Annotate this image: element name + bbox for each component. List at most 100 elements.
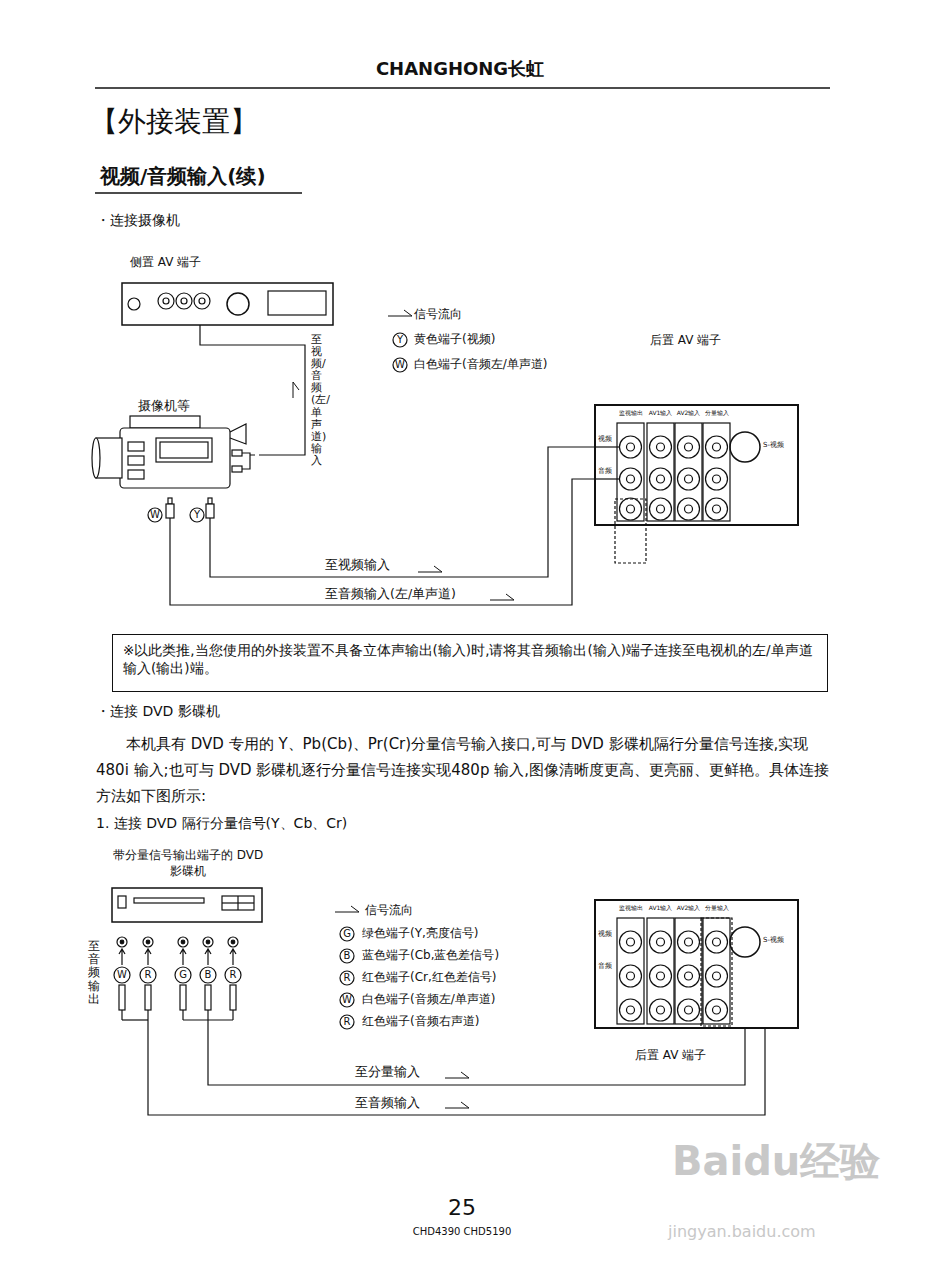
- terminal-circle: [140, 967, 156, 983]
- node-text: ※以此类推,当您使用的外接装置不具备立体声输出(输入)时,请将其音频输出(输入)…: [123, 642, 817, 677]
- body-paragraph: 本机具有 DVD 专用的 Y、Pb(Cb)、Pr(Cr)分量信号输入接口,可与 …: [96, 731, 831, 809]
- jack: [176, 293, 192, 309]
- jack: [678, 498, 700, 520]
- plug: [232, 466, 242, 472]
- panel-label: AV2输入: [677, 904, 701, 912]
- jack: [620, 965, 642, 987]
- jack: [143, 937, 153, 947]
- terminal-letter: B: [344, 950, 351, 963]
- panel-label: 监视输出: [619, 904, 643, 912]
- jack-column: [647, 423, 674, 521]
- terminal-circle: [340, 993, 354, 1007]
- jack-column: [703, 423, 730, 521]
- plug: [230, 985, 236, 1010]
- cable: [764, 1028, 765, 1072]
- panel-label: AV2输入: [677, 409, 701, 417]
- jack: [620, 498, 642, 520]
- jack-core: [627, 938, 635, 946]
- jack: [620, 468, 642, 490]
- s-video-jack: [730, 432, 760, 462]
- jack-core: [199, 298, 205, 304]
- terminal-circle: [340, 927, 354, 941]
- panel-label: S-视频: [763, 936, 784, 945]
- jack-column: [703, 918, 730, 1024]
- watermark: Baidu经验: [672, 1136, 880, 1186]
- jack: [678, 999, 700, 1021]
- jack-core: [657, 475, 665, 483]
- plug: [180, 985, 186, 1010]
- jack-core: [713, 938, 721, 946]
- display: [222, 896, 254, 910]
- terminal-letter: G: [343, 928, 351, 941]
- connector-label: 至视频输入: [325, 557, 390, 573]
- legend-text: 信号流向: [365, 903, 413, 918]
- cable: [744, 1028, 745, 1072]
- jack-core: [685, 505, 693, 513]
- node-text: 后置 AV 端子: [650, 333, 804, 349]
- panel-outline: [595, 900, 798, 1028]
- jack-core: [206, 940, 210, 944]
- node-illustration: [595, 333, 800, 528]
- node-text: 带分量信号输出端子的 DVD 影碟机: [110, 848, 266, 879]
- legend-text: 白色端子(音频左/单声道): [362, 992, 495, 1007]
- jack: [678, 436, 700, 458]
- jack: [203, 937, 213, 947]
- jack-core: [181, 940, 185, 944]
- button: [128, 470, 144, 479]
- plug-tip: [168, 498, 172, 504]
- brand-header: CHANGHONG长虹: [376, 58, 544, 81]
- jack: [650, 999, 672, 1021]
- cable: [242, 453, 255, 469]
- connector-label: 至音频输入(左/单声道): [325, 586, 456, 602]
- jack-core: [627, 443, 635, 451]
- legend-flow-sample: [335, 906, 359, 912]
- terminal-letter: W: [395, 359, 405, 372]
- side-av-panel: 侧置 AV 端子: [118, 255, 342, 325]
- legend-text: 白色端子(音频左/单声道): [414, 357, 547, 372]
- rear-av-panel: 后置 AV 端子: [595, 898, 809, 1072]
- jack-core: [657, 938, 665, 946]
- jack-core: [713, 475, 721, 483]
- legend-text: 信号流向: [414, 307, 462, 322]
- terminal-circle: [190, 508, 204, 522]
- terminal-letter: W: [150, 509, 160, 522]
- panel-label: 分量输入: [705, 409, 729, 417]
- terminal-letter: W: [117, 969, 127, 982]
- cable: [121, 1010, 122, 1020]
- jack: [706, 498, 728, 520]
- jack: [117, 937, 127, 947]
- jack: [650, 468, 672, 490]
- jack: [650, 965, 672, 987]
- legend-text: 黄色端子(视频): [414, 332, 495, 347]
- insert-arrow: [119, 949, 125, 965]
- panel-label: 视频: [598, 930, 612, 939]
- jack: [678, 931, 700, 953]
- terminal-letter: W: [342, 994, 352, 1007]
- jack-core: [120, 940, 124, 944]
- disc-tray: [134, 898, 204, 903]
- step-heading: 1. 连接 DVD 隔行分量信号(Y、Cb、Cr): [96, 815, 347, 833]
- legend-text: 绿色端子(Y,亮度信号): [362, 926, 479, 941]
- insert-arrow: [145, 949, 151, 965]
- cable: [209, 518, 210, 535]
- node-text: 侧置 AV 端子: [130, 255, 342, 271]
- plug-tip: [208, 498, 212, 504]
- panel-label: 视频: [598, 435, 612, 444]
- terminal-letter: R: [344, 1016, 351, 1029]
- jack-core: [627, 972, 635, 980]
- jack-core: [685, 1006, 693, 1014]
- terminal-circle: [148, 508, 162, 522]
- wire-connector: [170, 479, 595, 605]
- jack-core: [685, 475, 693, 483]
- jack: [128, 298, 140, 310]
- jack: [194, 293, 210, 309]
- jack-column: [647, 918, 674, 1024]
- terminal-circle: [393, 333, 407, 347]
- jack: [706, 468, 728, 490]
- node-illustration: [90, 398, 255, 535]
- highlight-frame: [701, 918, 732, 1026]
- cable: [595, 478, 619, 479]
- connector-label: 至分量输入: [355, 1064, 420, 1080]
- jack: [178, 937, 188, 947]
- wire-connector: [148, 1020, 765, 1115]
